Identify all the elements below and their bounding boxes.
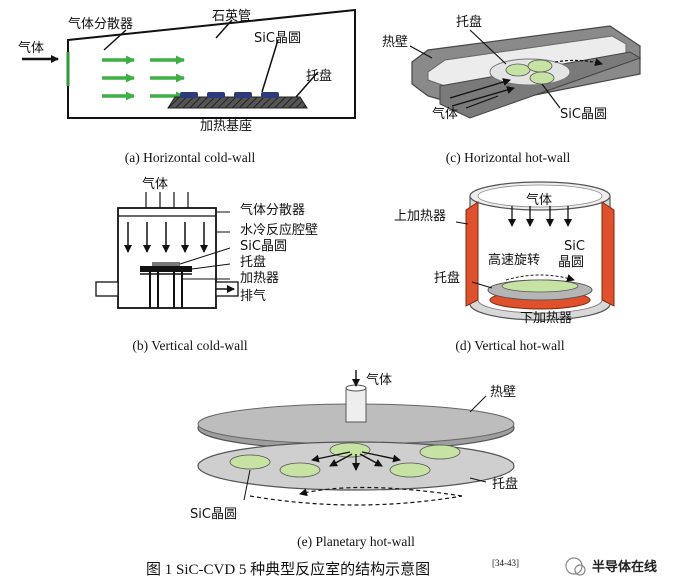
heated-susceptor [167,96,308,109]
caption-a: (a) Horizontal cold-wall [125,150,256,165]
label-gas-e: 气体 [366,372,392,388]
wafer-d [501,279,579,293]
gas-arrows-d [508,206,572,227]
figure-reference: [34-43] [492,558,519,568]
label-sic-d: SiC [564,239,585,254]
gas-inlet-tube-e [345,387,367,423]
figure-caption: 图 1 SiC-CVD 5 种典型反应室的结构示意图 [146,560,430,578]
wafers-e [229,442,461,478]
label-wafer-e: SiC晶圆 [190,507,237,522]
watermark-text: 半导体在线 [592,559,657,575]
label-diffuser-b: 气体分散器 [240,202,305,218]
label-tray-d: 托盘 [434,270,460,286]
label-gas-c: 气体 [432,106,458,122]
watermark: 半导体在线 [565,557,657,576]
label-tray-c: 托盘 [456,14,482,30]
tray-b [140,266,192,272]
label-chamber-wall: 水冷反应腔壁 [240,222,318,238]
panel-a: 气体 气体分散器 石英管 SiC晶圆 托盘 加热基座 (a) Horizonta… [18,8,356,165]
label-gas-b: 气体 [142,176,168,192]
chamber-wall-b [117,207,217,309]
label-upper-heater: 上加热器 [394,209,446,224]
wafer-b [152,262,180,266]
label-wafer-c: SiC晶圆 [560,107,607,122]
panel-e: 气体 热壁 托盘 SiC晶圆 (e) Planetary hot-wall [190,370,518,549]
gas-flow-arrows [102,55,185,101]
label-diffuser-a: 气体分散器 [68,16,133,32]
panel-b: 气体 气体分散器 水冷反应腔壁 SiC晶圆 托盘 加热器 排气 (b) Vert… [95,176,318,353]
upper-heater-right [601,201,615,307]
caption-c: (c) Horizontal hot-wall [446,150,571,165]
label-tray-e: 托盘 [492,476,518,492]
label-tray-a: 托盘 [306,68,332,84]
label-lower-heater: 下加热器 [520,311,572,326]
gas-arrows-b [124,222,208,253]
label-tray-b: 托盘 [240,254,266,270]
panel-d: 气体 上加热器 SiC 晶圆 高速旋转 托盘 下加热器 (d) Vertical… [394,181,615,353]
label-heater-b: 加热器 [240,271,279,286]
caption-e: (e) Planetary hot-wall [297,534,415,549]
wechat-icon [565,557,583,575]
gas-arrows-c [449,78,515,107]
label-rotation: 高速旋转 [488,252,540,268]
wafer-c-3 [529,71,555,85]
caption-b: (b) Vertical cold-wall [132,338,247,353]
label-exhaust: 排气 [240,288,266,304]
label-hot-wall-e: 热壁 [490,385,516,400]
label-gas-d: 气体 [526,192,552,208]
panel-c: 托盘 热壁 气体 SiC晶圆 (c) Horizontal hot-wall [382,14,642,165]
wafer-c-1 [505,63,531,77]
label-quartz-tube: 石英管 [212,9,251,24]
label-heated-base: 加热基座 [200,119,252,134]
upper-heater-left [465,201,479,307]
label-wafer-d: 晶圆 [558,255,584,270]
wafer-c-2 [527,59,553,73]
label-hot-wall-c: 热壁 [382,35,408,50]
label-wafer-a: SiC晶圆 [254,31,301,46]
radial-gas-arrows-e [311,451,401,471]
label-gas-a: 气体 [18,40,44,56]
label-wafer-b: SiC晶圆 [240,239,287,254]
caption-d: (d) Vertical hot-wall [455,338,564,353]
sic-wafers [180,92,279,98]
